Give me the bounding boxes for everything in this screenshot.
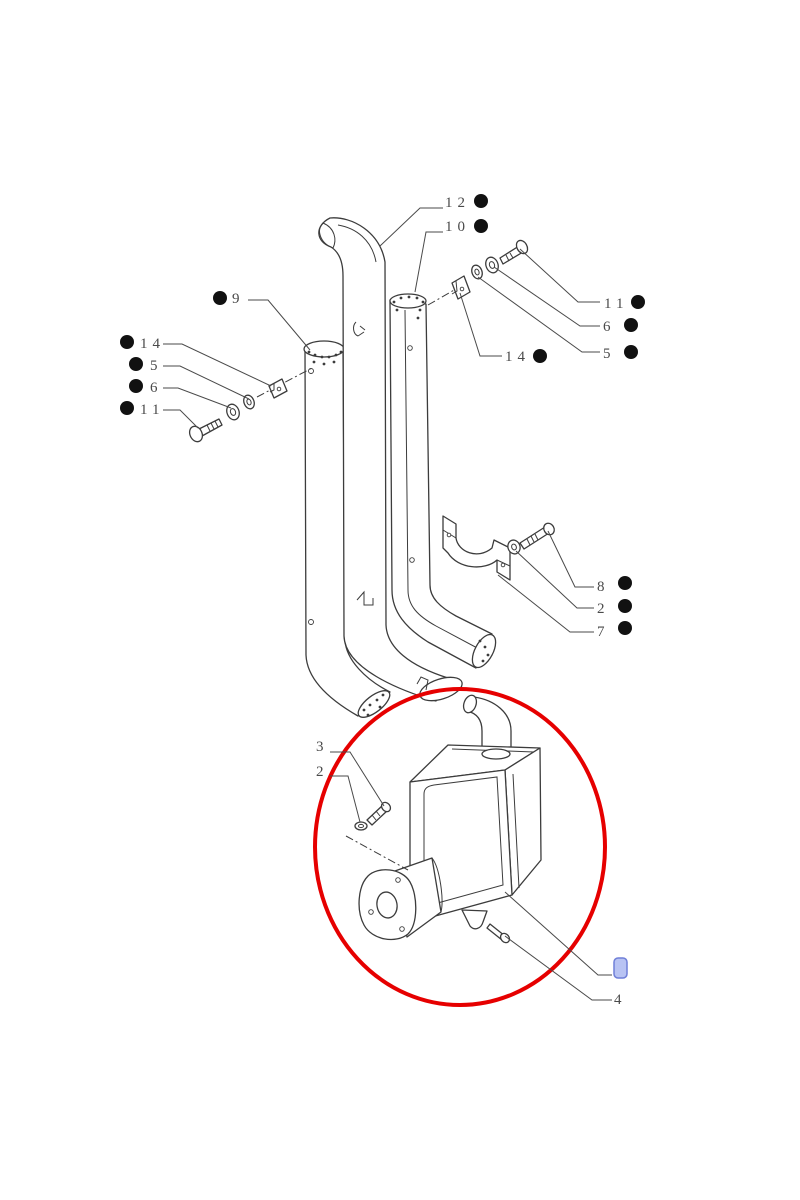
callout-3[interactable]: 3 (316, 739, 329, 755)
bolt-8[interactable] (519, 521, 556, 550)
leader-line (379, 207, 443, 247)
callout-4[interactable]: 4 (614, 992, 627, 1008)
bullet-marker (213, 291, 227, 305)
bullet-marker (618, 621, 632, 635)
leader-line (493, 266, 600, 327)
clamp-7[interactable] (442, 515, 511, 581)
leader-line (163, 365, 250, 400)
assembly-axis-line (256, 367, 313, 398)
leader-line (504, 935, 612, 1001)
bullet-marker (533, 349, 547, 363)
callout-2-muffler[interactable]: 2 (316, 764, 329, 780)
leader-line (504, 891, 612, 976)
bullet-marker (120, 335, 134, 349)
callout-7[interactable]: 7 (597, 624, 610, 640)
leader-line (459, 292, 502, 357)
bracket-14-left[interactable] (268, 378, 288, 399)
washer-5-left[interactable] (242, 394, 256, 411)
washer-2-clamp[interactable] (506, 538, 522, 555)
callout-8[interactable]: 8 (597, 579, 610, 595)
leader-line (163, 387, 232, 409)
assembly-axis-line (345, 835, 409, 871)
bullet-marker (129, 357, 143, 371)
bullet-marker (129, 379, 143, 393)
bullet-marker (474, 194, 488, 208)
callout-14-mid[interactable]: 14 (505, 349, 530, 365)
bolt-11-left[interactable] (187, 418, 223, 444)
heat-shield-10[interactable] (389, 293, 500, 671)
callout-14-left[interactable]: 14 (140, 336, 165, 352)
leader-lines (163, 207, 612, 1001)
callout-9[interactable]: 9 (232, 291, 245, 307)
exhaust-pipe-9[interactable] (303, 340, 394, 722)
bolt-3[interactable] (366, 801, 392, 826)
bracket-14-right[interactable] (451, 275, 471, 300)
leader-line (330, 751, 385, 807)
assembly-axis-line (427, 288, 457, 306)
leader-line (515, 550, 594, 609)
leader-line (547, 530, 594, 588)
bolt-4[interactable] (486, 923, 511, 944)
selected-part-marker[interactable] (613, 957, 628, 979)
washer-6-right[interactable] (484, 255, 501, 274)
leader-line (330, 775, 361, 823)
callout-6-left[interactable]: 6 (150, 380, 163, 396)
bullet-marker (624, 318, 638, 332)
washer-5-right[interactable] (470, 264, 484, 281)
callout-5-right[interactable]: 5 (603, 346, 616, 362)
callouts: 12 10 9 14 5 6 11 11 6 5 14 8 2 7 3 2 4 (120, 194, 645, 1008)
leader-line (519, 248, 600, 303)
callout-5-left[interactable]: 5 (150, 358, 163, 374)
washer-2-muffler[interactable] (354, 821, 368, 831)
leader-line (248, 299, 311, 351)
washer-6-left[interactable] (225, 402, 242, 421)
bullet-marker (618, 576, 632, 590)
muffler[interactable] (358, 693, 542, 941)
bullet-marker (120, 401, 134, 415)
bullet-marker (618, 599, 632, 613)
callout-11-left[interactable]: 11 (140, 402, 164, 418)
bolt-11-right[interactable] (499, 238, 530, 265)
leader-line (497, 574, 594, 633)
leader-line (163, 343, 272, 387)
callout-12[interactable]: 12 (445, 195, 470, 211)
highlight-ring (313, 687, 607, 1007)
callout-6-right[interactable]: 6 (603, 319, 616, 335)
bullet-marker (631, 295, 645, 309)
bullet-marker (624, 345, 638, 359)
callout-2-clamp[interactable]: 2 (597, 601, 610, 617)
leader-line (414, 231, 443, 293)
leader-line (477, 276, 600, 353)
bullet-marker (474, 219, 488, 233)
callout-10[interactable]: 10 (445, 219, 470, 235)
leader-line (163, 409, 199, 429)
callout-11-right[interactable]: 11 (604, 296, 628, 312)
